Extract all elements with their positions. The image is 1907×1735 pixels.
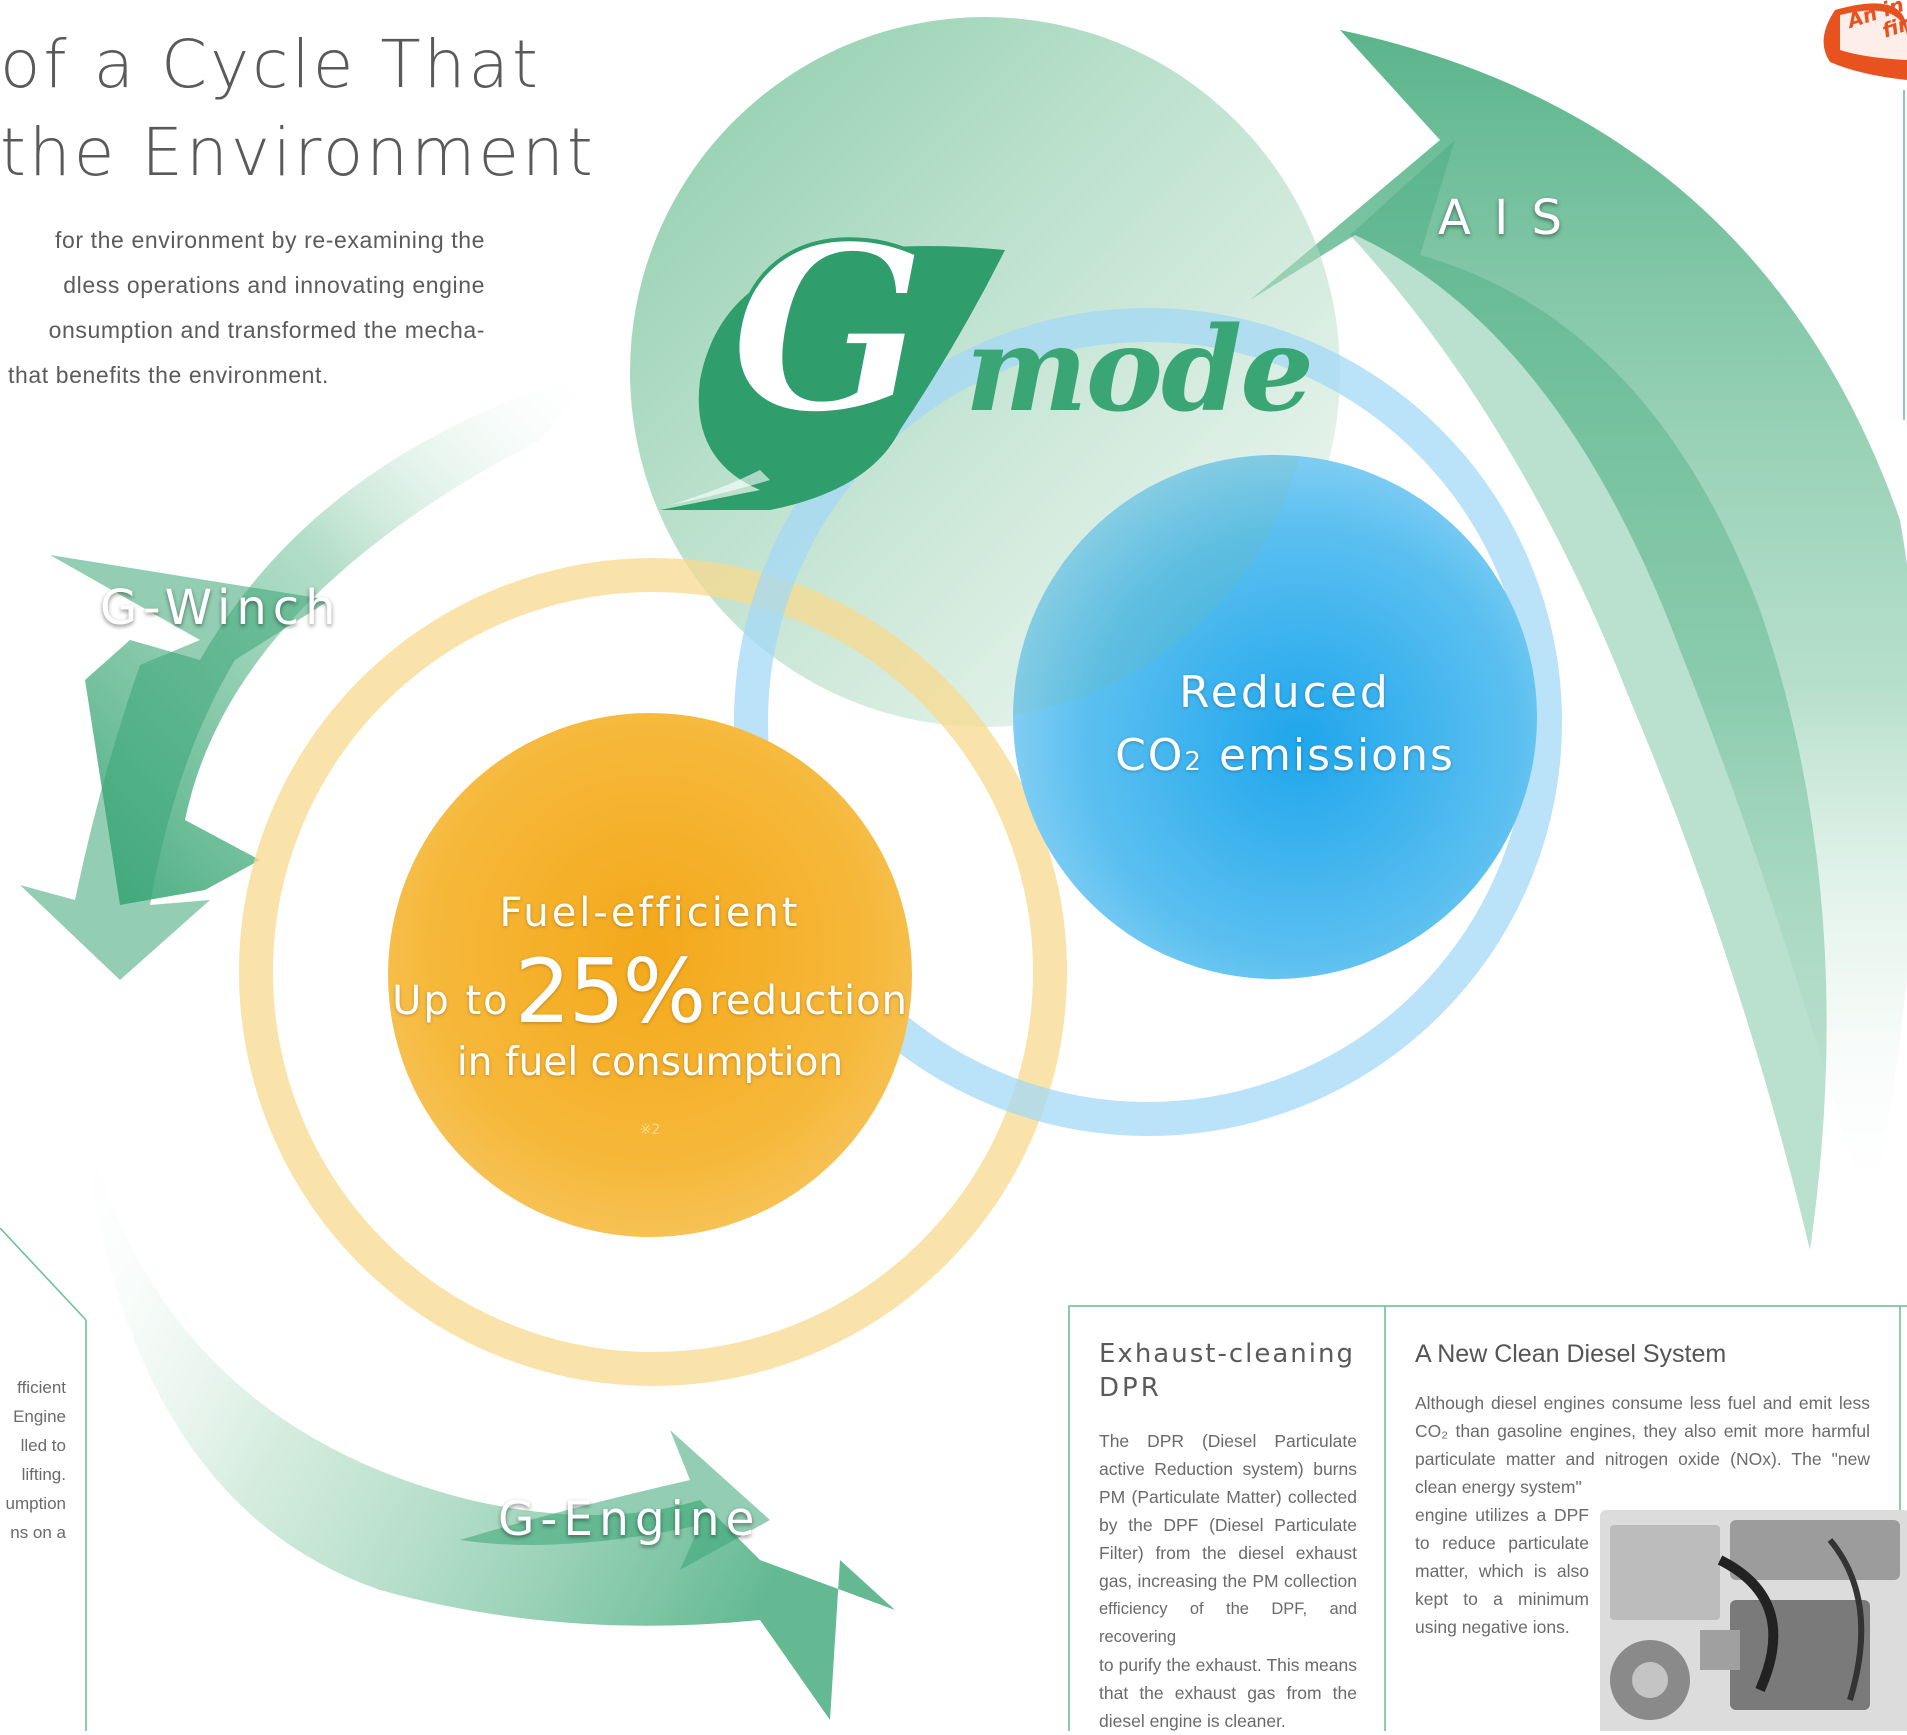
clean-diesel-panel: A New Clean Diesel System Although diese… [1415,1337,1870,1641]
left-side-line: Engine [13,1407,66,1426]
dpr-panel: Exhaust-cleaning DPR The DPR (Diesel Par… [1099,1337,1357,1735]
clean-diesel-line: particulate matter and nitrogen oxide (N… [1415,1449,1870,1469]
dpr-text-line: The DPR (Diesel Particulate [1099,1431,1357,1451]
co2-subscript: 2 [1184,747,1203,777]
clean-diesel-line: matter, which is also [1415,1561,1589,1581]
gmode-logo-mode: mode [965,302,1314,438]
page-title-line-1: of a Cycle That [0,26,541,103]
engine-image [1600,1510,1907,1731]
upto-label: Up to [392,978,510,1024]
fuel-consumption-label: in fuel consumption [456,1040,844,1085]
gengine-arrow [80,1100,895,1720]
clean-diesel-line: clean energy system" [1415,1477,1582,1497]
left-side-line: ns on a [10,1523,66,1542]
dpr-text-line: diesel engine is cleaner. [1099,1711,1286,1731]
fuel-efficient-label: Fuel-efficient [499,890,801,936]
clean-diesel-title: A New Clean Diesel System [1415,1340,1727,1368]
left-side-line: lled to [20,1436,66,1455]
intro-line: for the environment by re-examining the [55,227,485,253]
fuel-ring [239,558,1067,1386]
reduction-label: reduction [709,978,908,1024]
clean-diesel-line: Although diesel engines consume less fue… [1415,1393,1870,1413]
co2-ring [734,308,1562,1136]
fuel-circle [388,713,912,1237]
overlap-tint [1013,454,1300,715]
dpr-title-line-1: Exhaust-cleaning [1099,1339,1355,1369]
ais-label: A I S [1438,190,1566,246]
footnote-mark: ※2 [639,1122,661,1138]
intro-line: onsumption and transformed the mecha- [48,317,485,343]
percent-value: 25% [514,940,707,1043]
dpr-text-line: by the DPF (Diesel Particulate [1099,1515,1357,1535]
left-side-line: fficient [17,1378,66,1397]
dpr-text-line: efficiency of the DPF, and recovering [1099,1600,1357,1646]
left-side-line: umption [5,1494,66,1513]
left-side-line: lifting. [21,1465,66,1484]
co2-emissions-label: CO2 emissions [1075,730,1495,781]
left-panel-diagonal [0,1227,87,1321]
left-side-text: fficient Engine lled to lifting. umption… [0,1373,66,1547]
leaf-icon [660,246,1005,510]
gengine-arrowhead [460,1430,770,1570]
co2-label: CO [1115,730,1185,781]
intro-paragraph: for the environment by re-examining the … [0,225,485,405]
clean-diesel-line: using negative ions. [1415,1617,1570,1637]
dpr-text-line: that the exhaust gas from the [1099,1683,1357,1703]
gengine-label: G-Engine [498,1492,761,1547]
dpr-text-line: to purify the exhaust. This means [1099,1655,1357,1675]
co2-circle [1013,455,1537,979]
ais-arrow-inner [1350,140,1827,1250]
emissions-label: emissions [1202,730,1455,781]
dpr-text-line: Filter) from the diesel exhaust [1099,1543,1357,1563]
ais-arrow-outer [1250,30,1907,1230]
intro-line: that benefits the environment. [8,362,330,388]
clean-diesel-line: CO₂ than gasoline engines, they also emi… [1415,1421,1870,1441]
badge-logo [1823,3,1907,80]
gwinch-label: G-Winch [100,580,342,636]
dpr-text-line: gas, increasing the PM collection [1099,1571,1357,1591]
intro-line: dless operations and innovating engine [63,272,485,298]
gwinch-arrowhead [20,555,330,980]
page-title-line-2: the Environment [0,114,596,191]
dpr-title-line-2: DPR [1099,1373,1162,1403]
clean-diesel-line: kept to a minimum [1415,1589,1589,1609]
fuel-reduction-line: Up to 25% reduction [390,948,910,1036]
clean-diesel-line: to reduce particulate [1415,1533,1589,1553]
dpr-text-line: active Reduction system) burns [1099,1459,1357,1479]
clean-diesel-line: engine utilizes a DPF [1415,1505,1589,1525]
reduced-label: Reduced [1179,667,1391,718]
gmode-logo-g: G [728,195,928,465]
dpr-text-line: PM (Particulate Matter) collected [1099,1487,1357,1507]
